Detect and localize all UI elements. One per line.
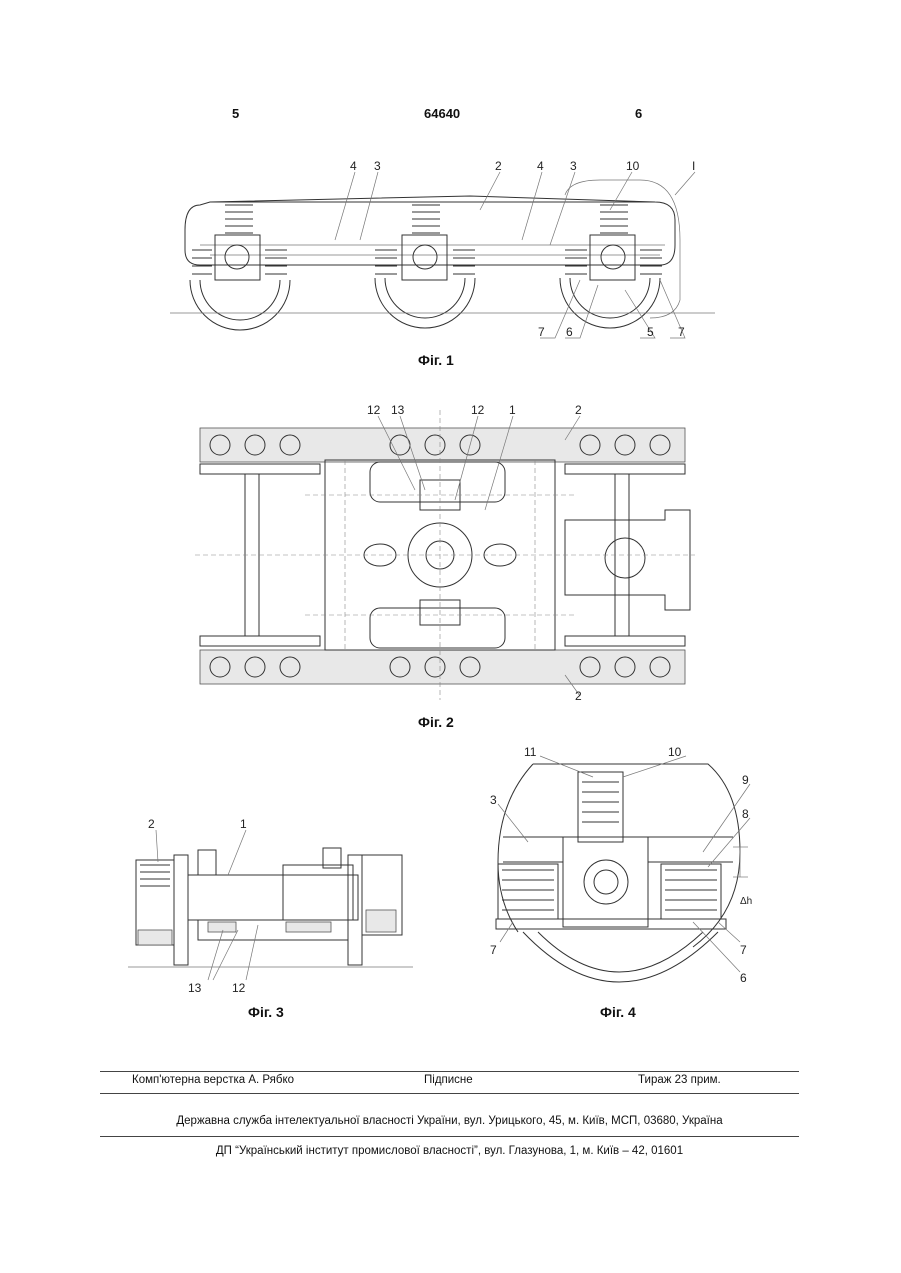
footer-rule-top [100,1071,799,1072]
fig1-label: 3 [374,159,381,173]
fig4-label: 11 [524,745,537,759]
fig4-label: 7 [490,943,497,957]
figure-2-labels: 12 13 12 1 2 2 [195,400,695,710]
fig4-label: Δh [740,896,752,907]
fig1-label: 3 [570,159,577,173]
fig1-label: 4 [350,159,357,173]
fig3-label: 1 [240,817,247,831]
figure-1-labels: 4 3 2 4 3 10 I 7 6 5 7 [170,150,730,350]
signed-note: Підписне [424,1074,473,1086]
fig4-label: 9 [742,773,749,787]
fig3-label: 12 [232,981,246,995]
fig2-label: 2 [575,689,582,703]
fig1-label: I [692,159,695,173]
fig3-label: 2 [148,817,155,831]
figure-3-labels: 2 1 13 12 [128,810,418,1000]
figure-1-caption: Фіг. 1 [418,352,454,368]
fig1-label: 7 [678,325,685,339]
fig2-label: 12 [367,403,381,417]
institute-address: ДП “Український інститут промислової вла… [100,1145,799,1157]
fig1-label: 4 [537,159,544,173]
fig4-label: 3 [490,793,497,807]
fig2-label: 12 [471,403,485,417]
fig2-label: 2 [575,403,582,417]
fig4-label: 6 [740,971,747,985]
document-number: 64640 [424,106,460,121]
fig4-label: 7 [740,943,747,957]
page-number-left: 5 [232,106,239,121]
fig1-label: 6 [566,325,573,339]
layout-credit: Комп'ютерна верстка А. Рябко [132,1074,294,1086]
footer-rule-middle [100,1093,799,1094]
fig1-label: 2 [495,159,502,173]
fig1-label: 7 [538,325,545,339]
fig2-label: 1 [509,403,516,417]
fig4-label: 10 [668,745,682,759]
figure-4-labels: 11 10 9 3 8 Δh 7 7 6 [478,742,768,997]
figure-4-caption: Фіг. 4 [600,1004,636,1020]
page-number-right: 6 [635,106,642,121]
fig2-label: 13 [391,403,405,417]
agency-address: Державна служба інтелектуальної власност… [100,1115,799,1127]
fig1-label: 10 [626,159,640,173]
circulation-note: Тираж 23 прим. [638,1074,721,1086]
footer-rule-bottom [100,1136,799,1137]
fig3-label: 13 [188,981,202,995]
fig4-label: 8 [742,807,749,821]
figure-3-caption: Фіг. 3 [248,1004,284,1020]
fig1-label: 5 [647,325,654,339]
figure-2-caption: Фіг. 2 [418,714,454,730]
